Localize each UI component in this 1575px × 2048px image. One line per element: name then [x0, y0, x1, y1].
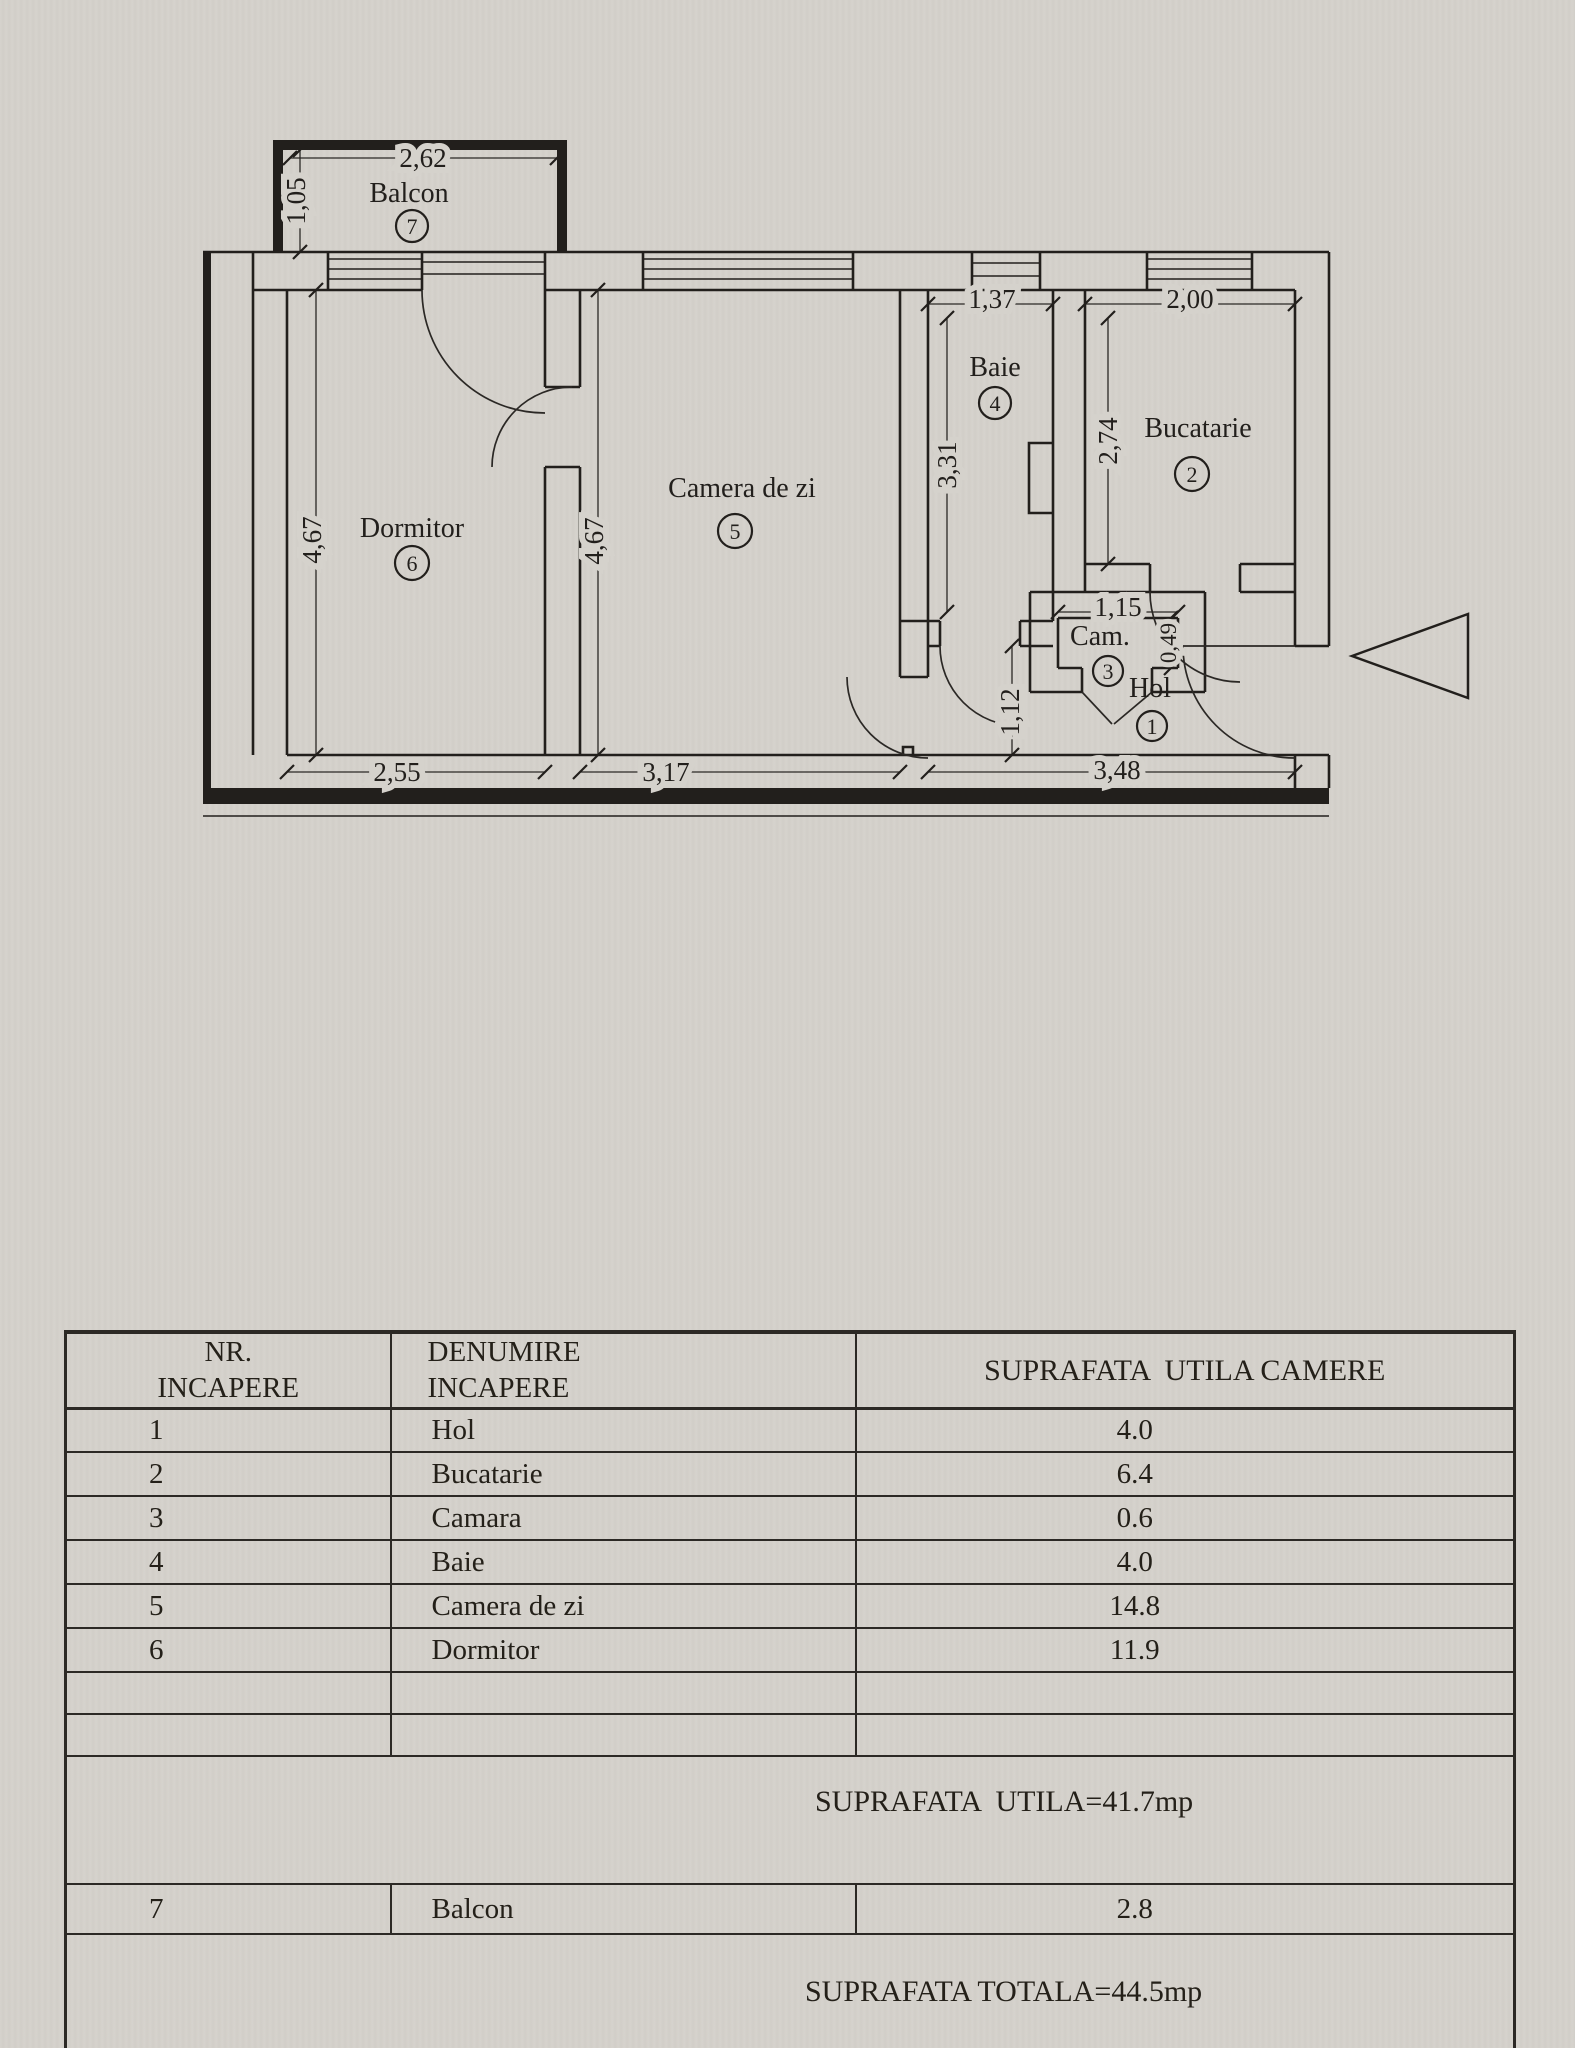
dim-dormitor-height: 4,67: [297, 516, 327, 563]
cell-empty: [854, 1713, 1516, 1757]
bucatarie-number: 2: [1187, 462, 1198, 487]
dim-camera-height: 4,67: [579, 517, 609, 564]
cell-empty: [854, 1671, 1516, 1715]
dim-baie-width: 1,37: [968, 284, 1015, 314]
balcon-label: Balcon: [369, 178, 448, 209]
camara-number-circle: [1091, 654, 1125, 688]
dim-baie-height: 3,31: [932, 441, 962, 488]
header-nr-incapere: NR. INCAPERE: [64, 1331, 392, 1410]
cell-nr: 3: [64, 1495, 392, 1541]
table-row: 6 Dormitor 11.9: [64, 1627, 1516, 1673]
baie-number: 4: [990, 391, 1001, 416]
area-table: NR. INCAPERE DENUMIRE INCAPERE SUPRAFATA…: [64, 1330, 1516, 2048]
header-nr-line1: NR.: [204, 1336, 253, 1368]
table-row: 2 Bucatarie 6.4: [64, 1451, 1516, 1497]
dim-hol-width: 3,48: [1093, 755, 1140, 785]
cell-empty: [64, 1671, 392, 1715]
table-row: 4 Baie 4.0: [64, 1539, 1516, 1585]
summary-utila-text: SUPRAFATA UTILA=41.7mp: [64, 1755, 1516, 1885]
wall-lines: [203, 250, 1331, 788]
dim-bucatarie-width: 2,00: [1166, 284, 1213, 314]
baie-label: Baie: [969, 352, 1020, 383]
cell-name: Balcon: [389, 1883, 857, 1935]
cell-nr: 6: [64, 1627, 392, 1673]
entrance-arrow-icon: [1348, 612, 1470, 700]
table-row: 1 Hol 4.0: [64, 1407, 1516, 1453]
cell-area: 4.0: [854, 1407, 1516, 1453]
cell-empty: [389, 1671, 857, 1715]
dormitor-number-circle: [393, 544, 431, 582]
dimension-lines: [287, 150, 1295, 773]
cell-area: 4.0: [854, 1539, 1516, 1585]
summary-totala-row: SUPRAFATA TOTALA=44.5mp: [64, 1933, 1516, 2048]
balcon-number-circle: [394, 208, 430, 244]
cell-area: 0.6: [854, 1495, 1516, 1541]
table-header-row: NR. INCAPERE DENUMIRE INCAPERE SUPRAFATA…: [64, 1331, 1516, 1410]
bucatarie-label: Bucatarie: [1144, 413, 1251, 444]
dim-bucatarie-height: 2,74: [1093, 417, 1123, 465]
dormitor-label: Dormitor: [360, 513, 465, 544]
header-denumire-incapere: DENUMIRE INCAPERE: [389, 1331, 857, 1410]
table-row: 5 Camera de zi 14.8: [64, 1583, 1516, 1629]
windows: [328, 258, 1252, 280]
camara-label: Cam.: [1070, 621, 1130, 652]
dim-hol-depth: 1,12: [995, 688, 1025, 735]
dim-balcon-width: 2,62: [399, 143, 446, 173]
dim-dormitor-width: 2,55: [373, 757, 420, 787]
header-suprafata: SUPRAFATA UTILA CAMERE: [854, 1331, 1516, 1410]
cell-empty: [64, 1713, 392, 1757]
summary-totala-text: SUPRAFATA TOTALA=44.5mp: [64, 1933, 1516, 2048]
cell-nr: 1: [64, 1407, 392, 1453]
table-row-balcon: 7 Balcon 2.8: [64, 1883, 1516, 1935]
table-row: 3 Camara 0.6: [64, 1495, 1516, 1541]
cell-area: 11.9: [854, 1627, 1516, 1673]
table-empty-row: [64, 1713, 1516, 1757]
cell-name: Dormitor: [389, 1627, 857, 1673]
header-nr-line2: INCAPERE: [157, 1372, 300, 1405]
floor-plan: Balcon 7 Dormitor 6 Camera de zi 5 Baie …: [203, 140, 1470, 817]
cell-area: 6.4: [854, 1451, 1516, 1497]
camera-de-zi-number: 5: [730, 519, 741, 544]
cell-area: 2.8: [854, 1883, 1516, 1935]
door-arcs: [421, 289, 1296, 759]
cell-name: Camera de zi: [389, 1583, 857, 1629]
cell-nr: 4: [64, 1539, 392, 1585]
cell-name: Camara: [389, 1495, 857, 1541]
dormitor-number: 6: [407, 551, 418, 576]
header-denumire-line2: INCAPERE: [427, 1372, 570, 1405]
cell-nr: 5: [64, 1583, 392, 1629]
dim-camera-width: 3,17: [642, 757, 689, 787]
heavy-walls: [203, 140, 1329, 804]
dimension-ticks: [279, 142, 1303, 780]
table-empty-row: [64, 1671, 1516, 1715]
summary-utila-row: SUPRAFATA UTILA=41.7mp: [64, 1755, 1516, 1885]
balcon-number: 7: [407, 214, 418, 239]
cell-name: Bucatarie: [389, 1451, 857, 1497]
hol-number-circle: [1135, 709, 1169, 743]
baie-number-circle: [977, 385, 1013, 421]
dim-camara-depth: 0,49: [1156, 623, 1181, 663]
cell-nr: 7: [64, 1883, 392, 1935]
cell-area: 14.8: [854, 1583, 1516, 1629]
camara-number: 3: [1103, 659, 1114, 684]
cell-name: Hol: [389, 1407, 857, 1453]
cell-name: Baie: [389, 1539, 857, 1585]
hol-label: Hol: [1129, 673, 1171, 704]
dim-camara-width: 1,15: [1094, 592, 1141, 622]
hol-number: 1: [1147, 714, 1158, 739]
header-denumire-line1: DENUMIRE: [427, 1336, 581, 1368]
bucatarie-number-circle: [1173, 455, 1211, 493]
dim-balcon-depth: 1,05: [281, 177, 311, 224]
cell-empty: [389, 1713, 857, 1757]
camera-de-zi-number-circle: [716, 512, 754, 550]
camera-de-zi-label: Camera de zi: [668, 473, 816, 504]
cell-nr: 2: [64, 1451, 392, 1497]
